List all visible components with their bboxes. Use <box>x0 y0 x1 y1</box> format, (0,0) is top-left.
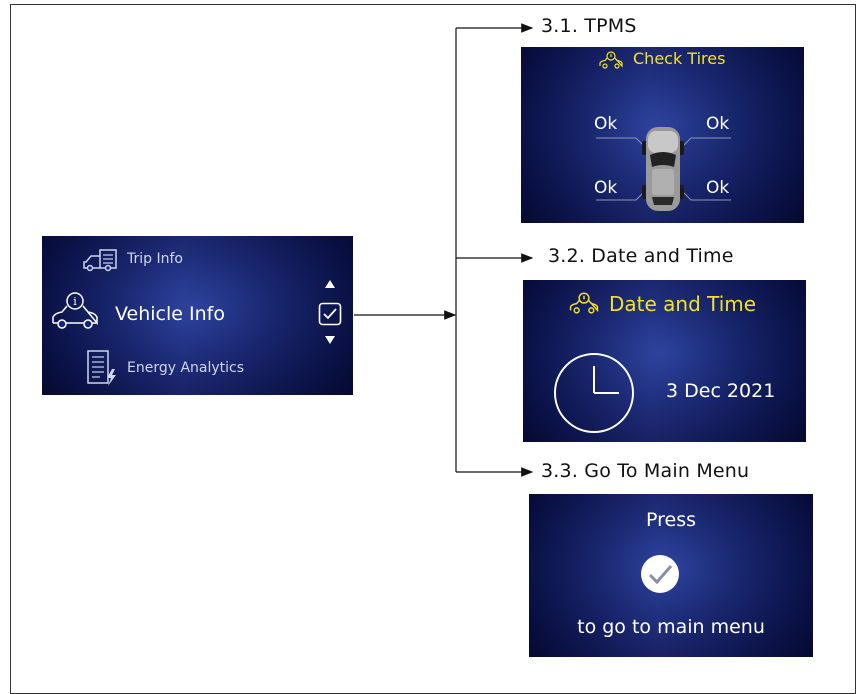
svg-text:i: i <box>73 295 77 308</box>
tpms-screen: Check Tires Ok Ok Ok Ok <box>521 47 804 223</box>
car-top-view-icon <box>642 125 684 213</box>
car-info-icon: i <box>50 291 100 331</box>
heading-date-time: 3.2. Date and Time <box>548 245 734 267</box>
car-warning-icon <box>598 51 624 69</box>
tire-connector-lines <box>596 137 731 201</box>
clock-icon <box>553 352 635 434</box>
tire-status-front-right: Ok <box>706 114 730 134</box>
energy-report-icon <box>86 349 118 387</box>
tire-status-front-left: Ok <box>594 114 618 134</box>
tire-status-rear-right: Ok <box>706 178 730 198</box>
heading-tpms: 3.1. TPMS <box>541 15 637 37</box>
check-circle-icon <box>640 554 680 594</box>
tire-status-rear-left: Ok <box>594 178 618 198</box>
date-time-title: Date and Time <box>609 292 757 316</box>
menu-item-trip-info[interactable]: Trip Info <box>127 251 183 267</box>
car-warning-icon <box>568 292 600 314</box>
vehicle-menu-screen: Trip Info i Vehicle Info Energy Analytic… <box>42 236 353 395</box>
truck-icon <box>82 248 120 272</box>
date-value: 3 Dec 2021 <box>666 380 776 402</box>
press-label: Press <box>645 509 696 531</box>
menu-item-energy-analytics[interactable]: Energy Analytics <box>127 360 245 376</box>
date-time-screen: Date and Time 3 Dec 2021 <box>523 280 806 442</box>
flow-connectors <box>354 23 534 477</box>
checkbox-icon[interactable] <box>318 302 342 326</box>
up-arrow-icon[interactable] <box>324 279 336 289</box>
menu-item-vehicle-info[interactable]: Vehicle Info <box>115 303 225 325</box>
main-menu-screen: Press to go to main menu <box>529 494 813 657</box>
tpms-title: Check Tires <box>633 49 726 68</box>
main-menu-instruction: to go to main menu <box>577 616 765 638</box>
down-arrow-icon[interactable] <box>324 335 336 345</box>
heading-main-menu: 3.3. Go To Main Menu <box>541 460 750 482</box>
